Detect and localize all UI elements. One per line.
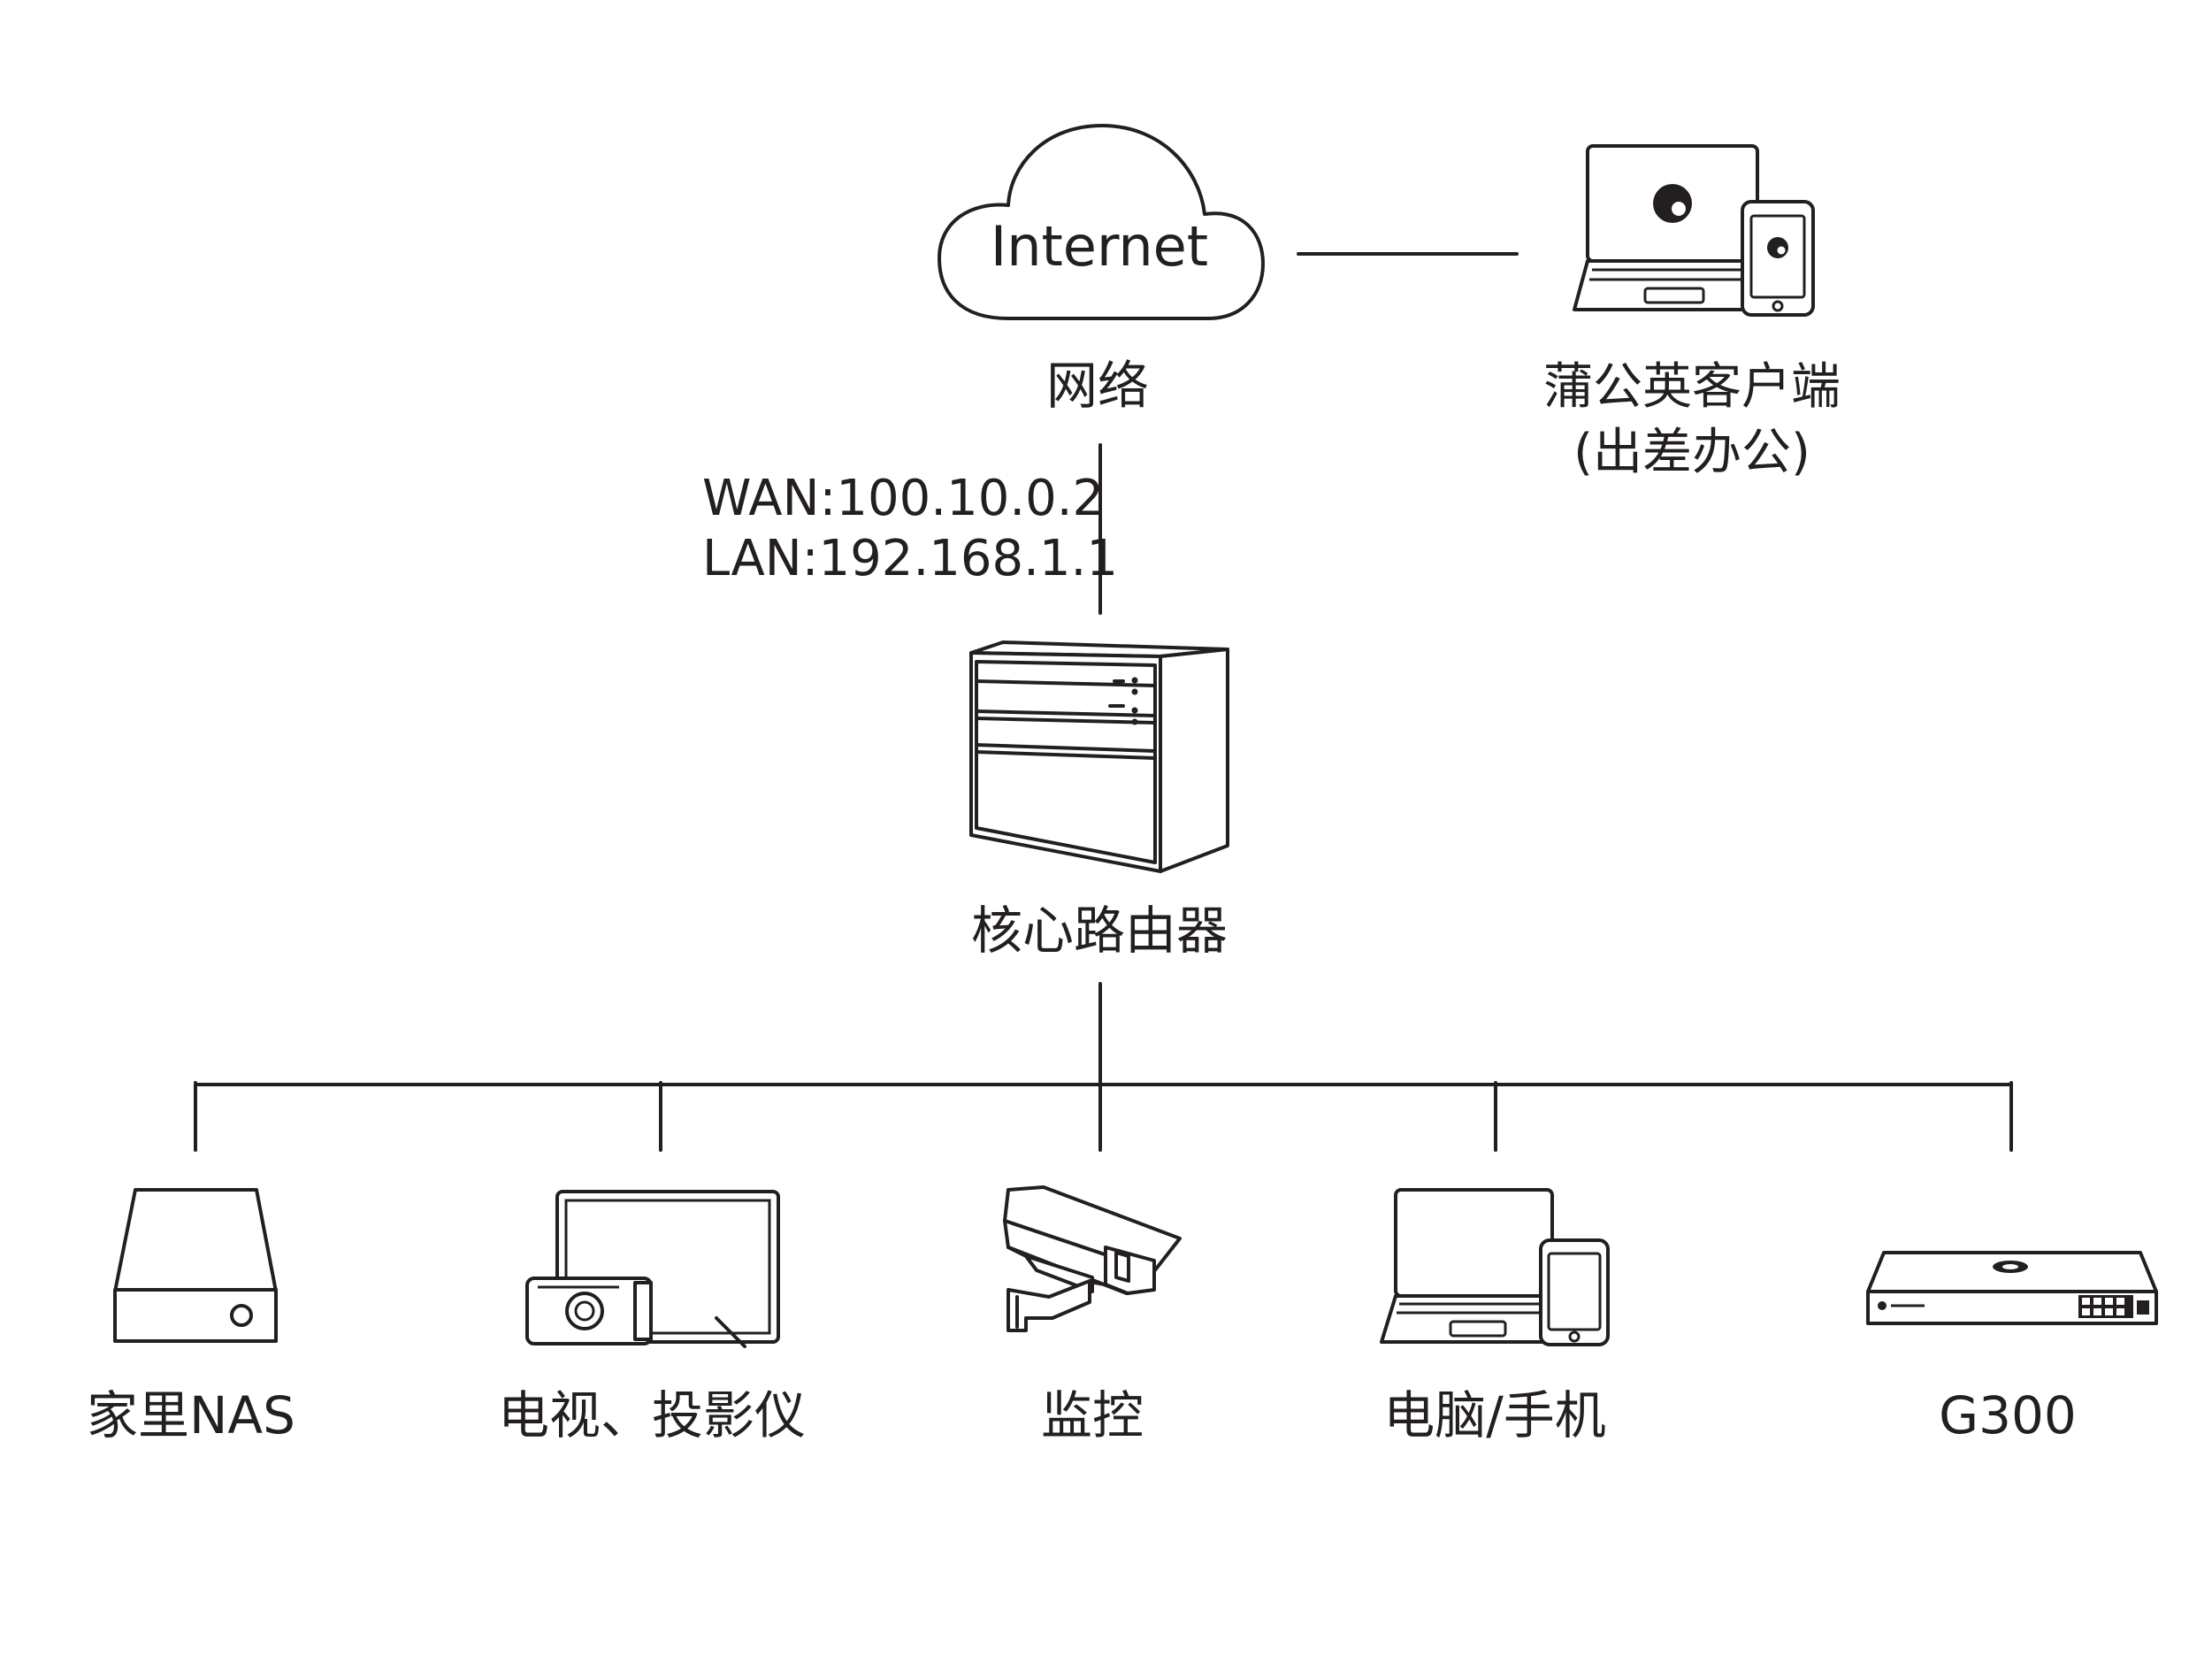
address-info: WAN:100.10.0.2 LAN:192.168.1.1 [702, 470, 1118, 587]
tv-projector-icon [525, 1190, 780, 1348]
device-nas: 家里NAS [87, 1188, 295, 1445]
camera-icon [1003, 1185, 1182, 1332]
client-phone-icon [1741, 200, 1815, 317]
remote-client: 蒲公英客户端 (出差办公) [1543, 144, 1841, 481]
device-caption-tv-projector: 电视、投影仪 [498, 1385, 806, 1445]
server-cabinet-icon [969, 640, 1229, 873]
connection-lines [194, 252, 2013, 1152]
client-laptop-icon [1573, 144, 1772, 311]
internet-cloud: Internet 网络 [938, 124, 1265, 416]
device-caption-g300: G300 [1939, 1385, 2077, 1445]
g300-router-icon [1866, 1251, 2158, 1325]
device-caption-laptop-phone: 电脑/手机 [1383, 1385, 1606, 1445]
cloud-label: Internet [991, 214, 1208, 279]
laptop-phone-icon [1380, 1188, 1610, 1346]
g300-port-block [2078, 1295, 2149, 1318]
device-laptop-phone: 电脑/手机 [1380, 1188, 1610, 1445]
device-caption-camera: 监控 [1041, 1385, 1144, 1445]
client-caption-line1: 蒲公英客户端 [1543, 358, 1841, 416]
nas-icon [113, 1188, 278, 1343]
cloud-caption: 网络 [1046, 356, 1149, 416]
router-caption: 核心路由器 [971, 901, 1228, 961]
device-g300: G300 [1866, 1251, 2158, 1445]
core-router: 核心路由器 [969, 640, 1229, 961]
device-caption-nas: 家里NAS [87, 1385, 295, 1445]
pgy-logo-icon [1653, 184, 1692, 223]
client-caption-line2: (出差办公) [1573, 424, 1810, 481]
lan-address: LAN:192.168.1.1 [702, 530, 1118, 587]
device-camera: 监控 [1003, 1185, 1182, 1445]
cloud-icon [938, 124, 1265, 320]
wan-address: WAN:100.10.0.2 [702, 470, 1104, 527]
device-tv-projector: 电视、投影仪 [498, 1190, 806, 1445]
